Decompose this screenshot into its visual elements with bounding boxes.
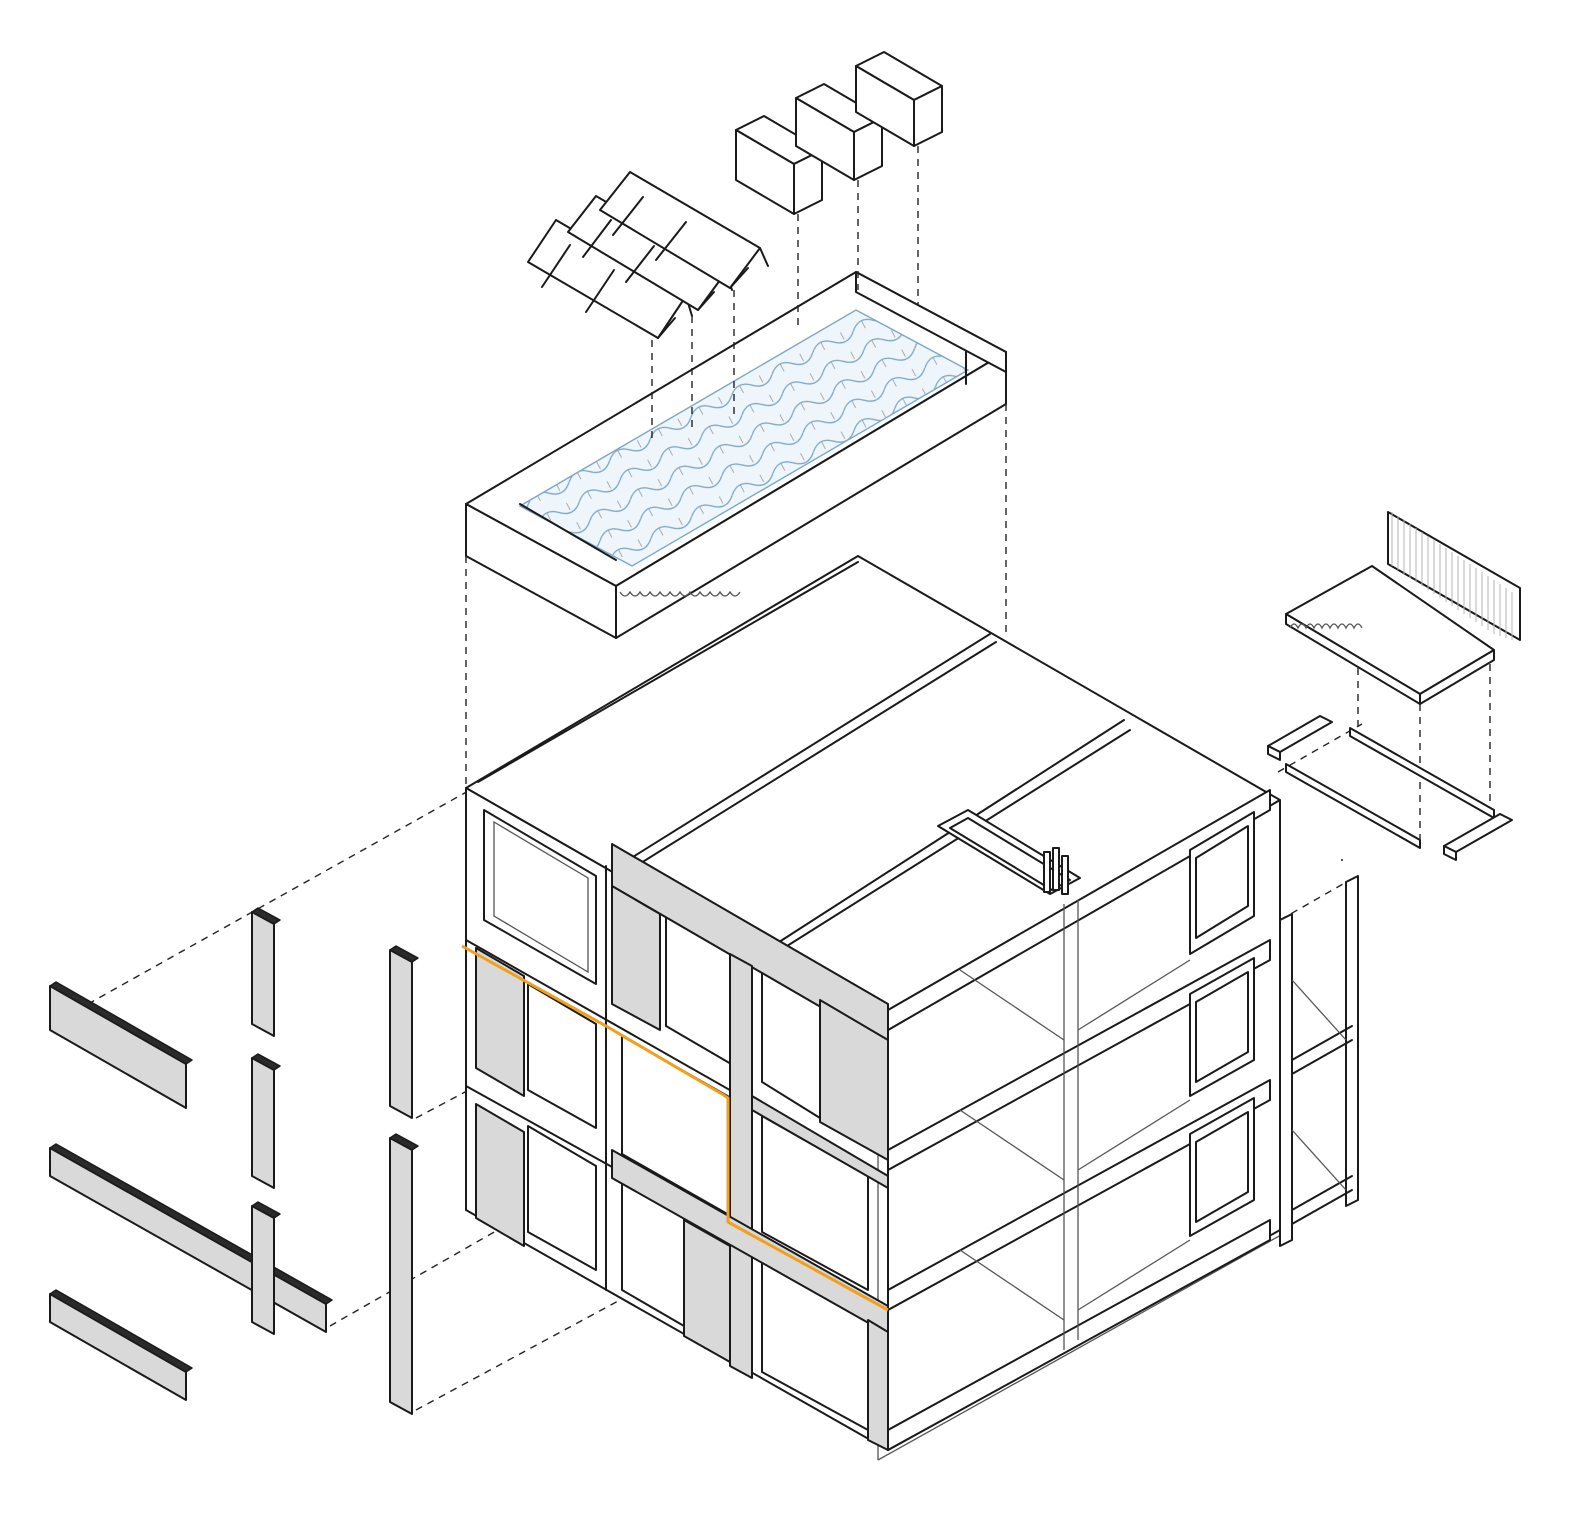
vertical-strip-1 [251, 907, 281, 1037]
balcony-railing [1387, 511, 1521, 641]
green-roof-tray [465, 271, 1007, 639]
balcony-slab [1285, 565, 1495, 705]
window-l1-a [527, 1125, 597, 1271]
rooftop-units [735, 51, 943, 215]
vertical-strip-5 [389, 1133, 419, 1415]
vertical-strip-3 [251, 1201, 281, 1335]
horizontal-panel-3 [49, 1289, 193, 1401]
vertical-strip-4 [389, 945, 419, 1119]
highlight-path [461, 944, 889, 1312]
floor-slab-2 [887, 939, 1271, 1171]
balcony-assembly [1267, 511, 1521, 1247]
exploded-cladding-panels [49, 907, 419, 1415]
window-l3-a [483, 809, 597, 985]
horizontal-panel-2 [49, 1143, 333, 1333]
solar-panel-row-3 [599, 171, 769, 289]
solar-panel-array [527, 171, 769, 339]
horizontal-panel-1 [49, 981, 193, 1109]
facade-cladding [475, 843, 889, 1451]
building-volume [461, 555, 1343, 1461]
floor-slab-1 [887, 1079, 1271, 1311]
balcony-beams [1267, 715, 1513, 861]
rooftop-unit-1 [735, 115, 823, 215]
rooftop-unit-2 [795, 83, 883, 181]
solar-panel-row-1 [527, 219, 693, 339]
service-shaft [937, 809, 1343, 895]
vertical-strip-2 [251, 1053, 281, 1189]
balcony-frame [1279, 875, 1359, 1247]
window-l2-a [527, 983, 597, 1129]
side-windows [1189, 811, 1255, 1237]
rooftop-unit-3 [855, 51, 943, 147]
